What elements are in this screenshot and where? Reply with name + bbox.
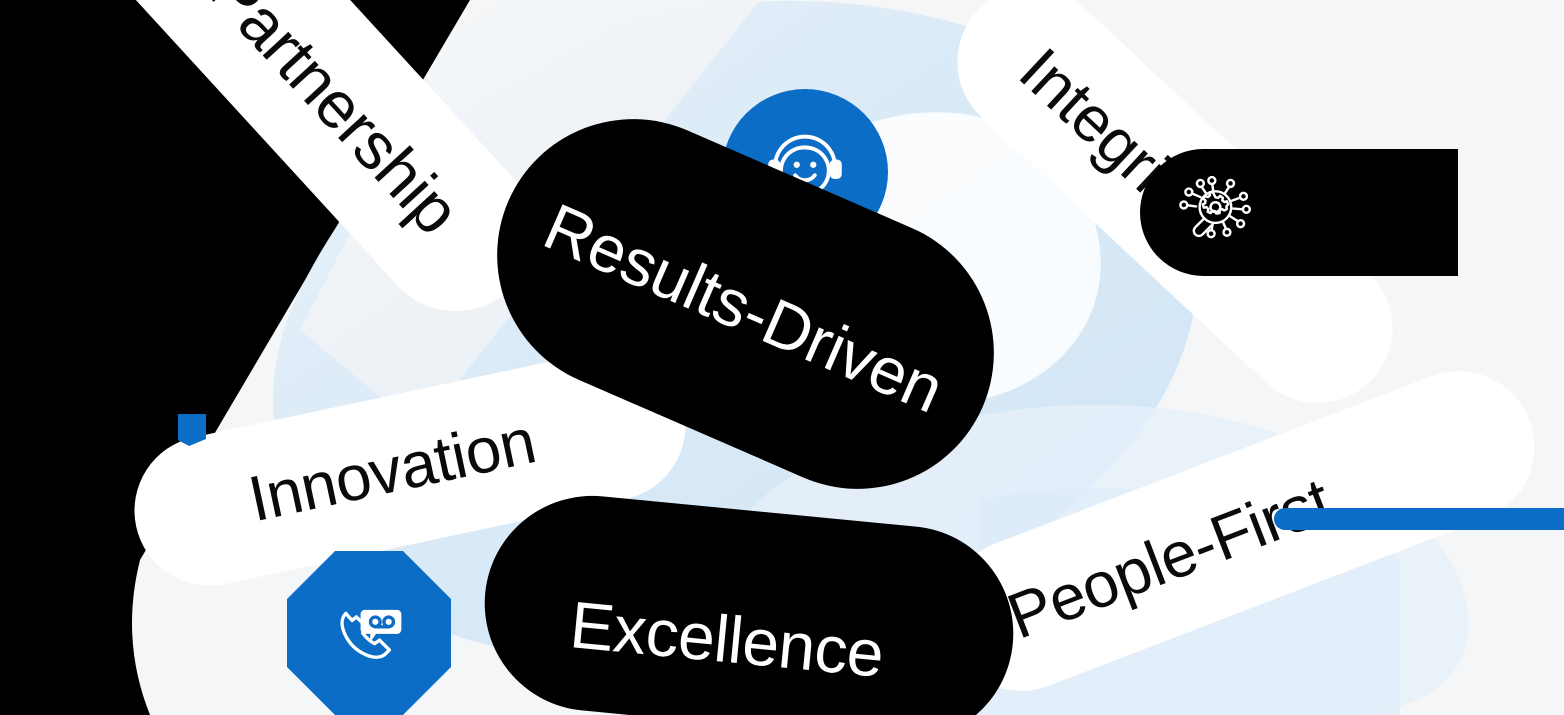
blue-flag-accent [178, 414, 206, 446]
ai-badge[interactable] [1140, 149, 1458, 276]
value-label-results-driven: Results-Driven [533, 188, 954, 427]
voicemail-badge[interactable] [287, 551, 451, 715]
value-label-innovation: Innovation [242, 404, 542, 536]
ai-gear-network-icon [1168, 164, 1260, 261]
value-label-excellence: Excellence [567, 586, 887, 691]
black-dot-accent [797, 524, 816, 543]
phone-voicemail-icon [324, 586, 414, 681]
blue-bar-accent [1274, 508, 1564, 530]
